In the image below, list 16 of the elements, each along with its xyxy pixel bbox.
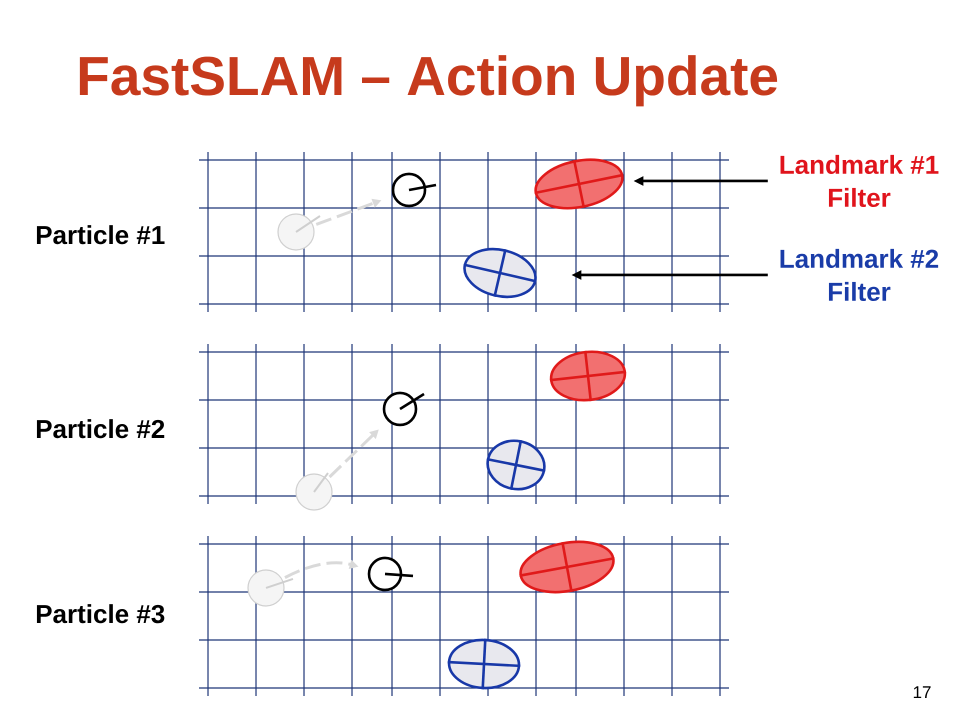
previous-robot-circle (295, 472, 333, 511)
robot-circle (382, 392, 425, 426)
particle-label: Particle #3 (36, 604, 164, 624)
slide-title: FastSLAM – Action Update (80, 55, 778, 106)
filter-label: Landmark #1 Filter (780, 154, 938, 208)
landmark-ellipse (550, 350, 626, 402)
page-number: 17 (914, 686, 931, 698)
robot-circle (392, 172, 436, 208)
filter-label: Landmark #2 Filter (780, 248, 938, 302)
particle-label: Particle #1 (36, 225, 165, 244)
robot-circle (368, 556, 414, 592)
previous-robot-circle (247, 569, 294, 607)
particle-label: Particle #2 (36, 419, 164, 438)
previous-robot-circle (277, 213, 321, 251)
landmark-ellipse (486, 440, 546, 490)
landmark-ellipse (448, 638, 520, 690)
